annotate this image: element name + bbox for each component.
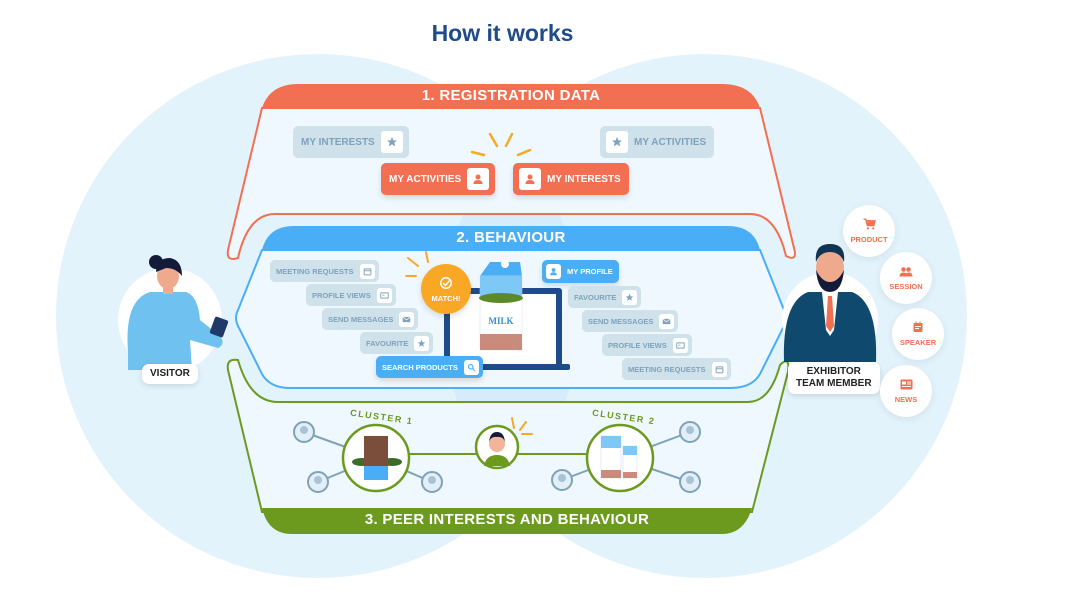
people-icon [899, 266, 913, 279]
page-title: How it works [431, 20, 574, 46]
visitor-illustration [118, 255, 229, 372]
star-icon [414, 335, 430, 351]
exhibitor-illustration [782, 244, 878, 368]
id-card-icon [672, 337, 688, 353]
chip-my-activities-exhibitor: MY ACTIVITIES [600, 126, 715, 158]
spark-rays-match [405, 251, 429, 277]
category-speaker: SPEAKER [892, 308, 944, 360]
behaviour-title: 2. BEHAVIOUR [456, 229, 566, 246]
chip-my-interests-visitor: MY INTERESTS [293, 126, 409, 158]
peer-title: 3. PEER INTERESTS AND BEHAVIOUR [364, 511, 650, 528]
chip-favourite-visitor: FAVOURITE [360, 332, 434, 354]
chip-my-interests-exhibitor: MY INTERESTS [513, 163, 629, 195]
spark-rays-peer [511, 417, 533, 435]
chip-my-profile-exhibitor: MY PROFILE [542, 260, 619, 283]
user-icon [546, 264, 561, 279]
chip-favourite-exhibitor: FAVOURITE [568, 286, 642, 308]
calendar-icon [359, 263, 375, 279]
search-icon [463, 359, 479, 375]
chip-meeting-requests-exhibitor: MEETING REQUESTS [622, 358, 731, 380]
cluster-1-circle [341, 423, 411, 493]
calendar-note-icon [912, 321, 924, 335]
category-product: PRODUCT [843, 205, 895, 257]
registration-header [262, 84, 760, 108]
id-card-icon [376, 287, 392, 303]
match-badge: MATCH! [421, 264, 471, 314]
chip-send-messages-exhibitor: SEND MESSAGES [582, 310, 679, 332]
exhibitor-label: EXHIBITOR TEAM MEMBER [788, 362, 880, 394]
chip-my-activities-visitor: MY ACTIVITIES [381, 163, 496, 195]
star-icon [606, 131, 628, 153]
envelope-icon [399, 311, 415, 327]
cart-icon [863, 218, 876, 232]
peer-header [262, 508, 752, 534]
envelope-icon [659, 313, 675, 329]
registration-title: 1. REGISTRATION DATA [421, 87, 601, 104]
chip-search-products-visitor: SEARCH PRODUCTS [376, 356, 483, 378]
chip-send-messages-visitor: SEND MESSAGES [322, 308, 419, 330]
svg-text:MILK: MILK [488, 316, 513, 326]
category-news: NEWS [880, 365, 932, 417]
star-icon [622, 289, 638, 305]
cluster-2-circle [585, 423, 655, 493]
peer-visitor-avatar [474, 424, 520, 470]
chip-meeting-requests-visitor: MEETING REQUESTS [270, 260, 379, 282]
peer-avatar-heads [300, 426, 694, 484]
chip-profile-views-visitor: PROFILE VIEWS [306, 284, 396, 306]
check-circle-icon [439, 276, 453, 292]
milk-carton-icon: MILK [479, 260, 523, 351]
user-icon [519, 168, 541, 190]
chip-profile-views-exhibitor: PROFILE VIEWS [602, 334, 692, 356]
calendar-icon [711, 361, 727, 377]
user-icon [467, 168, 490, 190]
star-icon [380, 131, 403, 153]
visitor-label: VISITOR [142, 364, 198, 384]
newspaper-icon [900, 379, 913, 392]
spark-rays-registration [470, 132, 532, 157]
chocolate-icon [364, 436, 388, 466]
category-session: SESSION [880, 252, 932, 304]
behaviour-header [262, 226, 760, 250]
